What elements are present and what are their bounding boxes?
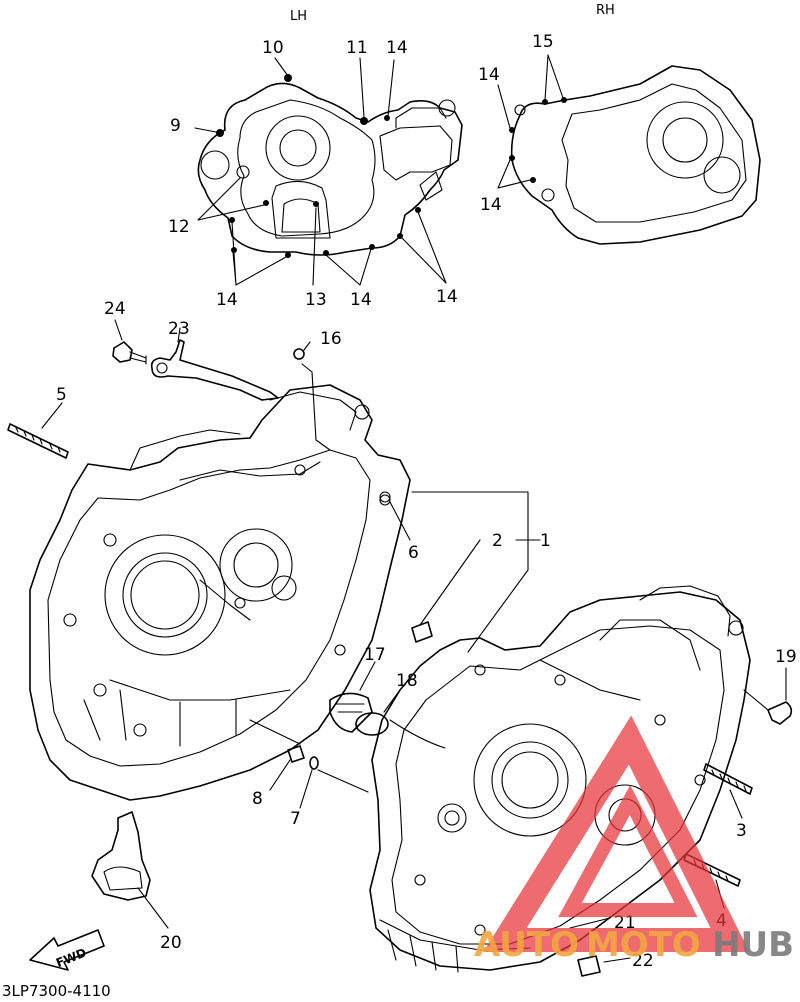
automotohub-watermark: AUTO MOTO HUB bbox=[474, 715, 794, 965]
label-14-a: 14 bbox=[386, 38, 408, 58]
label-13: 13 bbox=[305, 290, 327, 310]
rh-gasket-view: RH 15 14 14 bbox=[478, 3, 761, 245]
lh-header: LH bbox=[290, 9, 307, 24]
forward-arrow-icon: FWD bbox=[29, 929, 105, 971]
label-18: 18 bbox=[396, 671, 418, 691]
label-24: 24 bbox=[104, 299, 126, 319]
cap-part-17: 17 bbox=[329, 645, 386, 733]
watermark-text-auto: AUTO bbox=[474, 925, 579, 965]
label-17: 17 bbox=[364, 645, 386, 665]
label-14-d: 14 bbox=[436, 287, 458, 307]
label-19: 19 bbox=[775, 647, 797, 667]
part-code: 3LP7300-4110 bbox=[2, 982, 111, 1000]
crankcase-set-part-1-2: 2 1 bbox=[411, 491, 551, 653]
label-2: 2 bbox=[492, 531, 503, 551]
label-20: 20 bbox=[160, 933, 182, 953]
stud-part-5: 5 bbox=[7, 385, 69, 459]
stud-part-3: 3 bbox=[703, 763, 753, 841]
watermark-text-moto: MOTO bbox=[586, 925, 701, 965]
watermark-triangle-logo-icon bbox=[483, 715, 750, 952]
label-8: 8 bbox=[252, 789, 263, 809]
dowel-part-16: 16 bbox=[293, 329, 342, 451]
label-22: 22 bbox=[632, 951, 654, 971]
label-3: 3 bbox=[736, 821, 747, 841]
label-1: 1 bbox=[540, 531, 551, 551]
label-9: 9 bbox=[170, 116, 181, 136]
label-5: 5 bbox=[56, 385, 67, 405]
label-10: 10 bbox=[262, 38, 284, 58]
label-16: 16 bbox=[320, 329, 342, 349]
label-14-b: 14 bbox=[216, 290, 238, 310]
strainer-part-20: 20 bbox=[91, 811, 182, 953]
watermark-text-hub: HUB bbox=[712, 925, 794, 965]
leader-17-18 bbox=[389, 719, 446, 749]
rh-header: RH bbox=[596, 3, 615, 18]
label-7: 7 bbox=[290, 809, 301, 829]
clip-part-19: 19 bbox=[743, 647, 797, 725]
oring-part-7: 7 bbox=[249, 719, 369, 829]
label-11: 11 bbox=[346, 38, 368, 58]
label-6: 6 bbox=[408, 543, 419, 563]
label-12: 12 bbox=[168, 217, 190, 237]
label-14-f: 14 bbox=[480, 195, 502, 215]
fwd-label: FWD bbox=[54, 945, 88, 970]
label-14-e: 14 bbox=[478, 65, 500, 85]
lh-gasket-view: LH 10 9 bbox=[168, 9, 463, 310]
dowel-part-2 bbox=[411, 621, 433, 643]
label-15: 15 bbox=[532, 32, 554, 52]
label-23: 23 bbox=[168, 319, 190, 339]
bolt-part-24: 24 bbox=[104, 299, 147, 365]
oring-part-6: 6 bbox=[379, 491, 419, 563]
bracket-part-23: 23 bbox=[150, 319, 279, 401]
dowel-part-8: 8 bbox=[252, 745, 305, 809]
label-14-c: 14 bbox=[350, 290, 372, 310]
left-crankcase bbox=[29, 384, 411, 801]
oring-part-18: 18 bbox=[355, 671, 418, 736]
